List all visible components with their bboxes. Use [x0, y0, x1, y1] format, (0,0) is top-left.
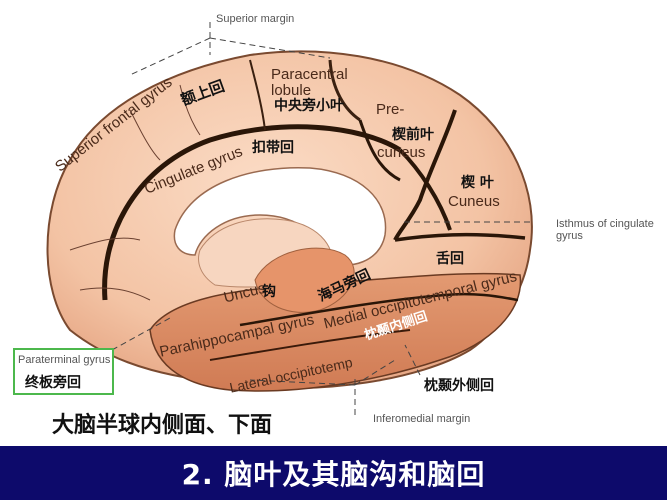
- paraterminal-gyrus-cn-label: 终板旁回: [25, 375, 81, 391]
- lingual-gyrus-cn-label: 舌回: [436, 251, 464, 267]
- precuneus-cn-label: 楔前叶: [392, 127, 434, 143]
- paraterminal-gyrus-label: Paraterminal gyrus: [18, 354, 111, 366]
- paracentral-lobule-label-1: Paracentral: [271, 66, 348, 83]
- superior-margin-annotation: Superior margin: [216, 13, 295, 25]
- slide-title: 2. 脑叶及其脑沟和脑回: [181, 458, 486, 491]
- uncus-cn-label: 钩: [262, 284, 276, 300]
- lateral-occipitotemporal-gyrus-cn-label: 枕颞外侧回: [424, 378, 494, 394]
- brain-medial-surface-illustration: [46, 22, 533, 415]
- cuneus-label: Cuneus: [448, 193, 500, 210]
- precuneus-label-2: cuneus: [377, 144, 426, 161]
- cuneus-cn-label: 楔 叶: [461, 175, 494, 191]
- slide-title-banner: 2. 脑叶及其脑沟和脑回: [0, 446, 667, 500]
- inferomedial-margin-annotation: Inferomedial margin: [373, 413, 471, 425]
- paracentral-lobule-label-2: lobule: [271, 82, 312, 99]
- paracentral-lobule-cn-label: 中央旁小叶: [274, 98, 344, 114]
- paraterminal-gyrus-callout-box: Paraterminal gyrus 终板旁回: [13, 348, 114, 395]
- isthmus-annotation-line1: Isthmus of cingulate: [556, 218, 654, 230]
- isthmus-annotation-line2: gyrus: [556, 230, 583, 242]
- diagram-subtitle: 大脑半球内侧面、下面: [52, 413, 273, 438]
- diagram-canvas: Superior margin Isthmus of cingulate gyr…: [13, 13, 654, 438]
- precuneus-label-1: Pre-: [376, 101, 405, 118]
- cingulate-gyrus-cn-label: 扣带回: [252, 140, 294, 156]
